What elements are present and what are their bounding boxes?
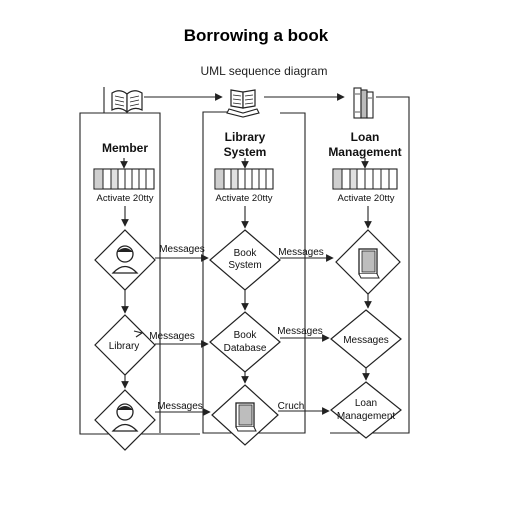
reading-book-icon	[226, 86, 264, 118]
book-system-label-line2: System	[228, 260, 261, 271]
message-label-3: Messages	[149, 331, 195, 342]
member-library-label: Library	[109, 341, 140, 352]
message-label-2: Messages	[278, 247, 324, 258]
stacked-books-icon	[350, 86, 376, 120]
activation-label-loan: Activate 20tty	[337, 193, 394, 204]
library-flag-mark	[133, 330, 144, 338]
activation-bar-member	[93, 168, 155, 190]
message-label-4: Messages	[277, 326, 323, 337]
open-book-icon	[110, 86, 144, 114]
lane-title-loan-line1: Loan	[351, 130, 380, 144]
activation-bar-library-system	[214, 168, 274, 190]
user-icon	[111, 245, 139, 274]
book-database-node	[209, 311, 281, 373]
loan-management-label-line1: Loan	[355, 398, 377, 409]
message-label-6: Cruch	[278, 401, 305, 412]
book-system-label-line1: Book	[234, 248, 258, 259]
lane-title-library-system-line1: Library	[225, 130, 266, 144]
diagram-subtitle: UML sequence diagram	[201, 64, 328, 78]
loan-management-label-line2: Management	[337, 411, 396, 422]
lane-title-library-system-line2: System	[224, 145, 267, 159]
activation-label-library-system: Activate 20tty	[215, 193, 272, 204]
message-label-5: Messages	[157, 401, 203, 412]
book-icon	[235, 402, 257, 432]
lane-title-member: Member	[102, 141, 148, 155]
message-label-1: Messages	[159, 244, 205, 255]
activation-label-member: Activate 20tty	[96, 193, 153, 204]
book-database-label-line1: Book	[234, 330, 258, 341]
book-icon	[358, 248, 380, 279]
activation-bar-loan	[332, 168, 398, 190]
user-icon	[111, 403, 139, 432]
lane-title-loan-line2: Management	[328, 145, 401, 159]
loan-messages-label: Messages	[343, 335, 389, 346]
diagram-title: Borrowing a book	[184, 26, 329, 45]
loan-management-node	[330, 381, 402, 439]
book-database-label-line2: Database	[224, 343, 267, 354]
